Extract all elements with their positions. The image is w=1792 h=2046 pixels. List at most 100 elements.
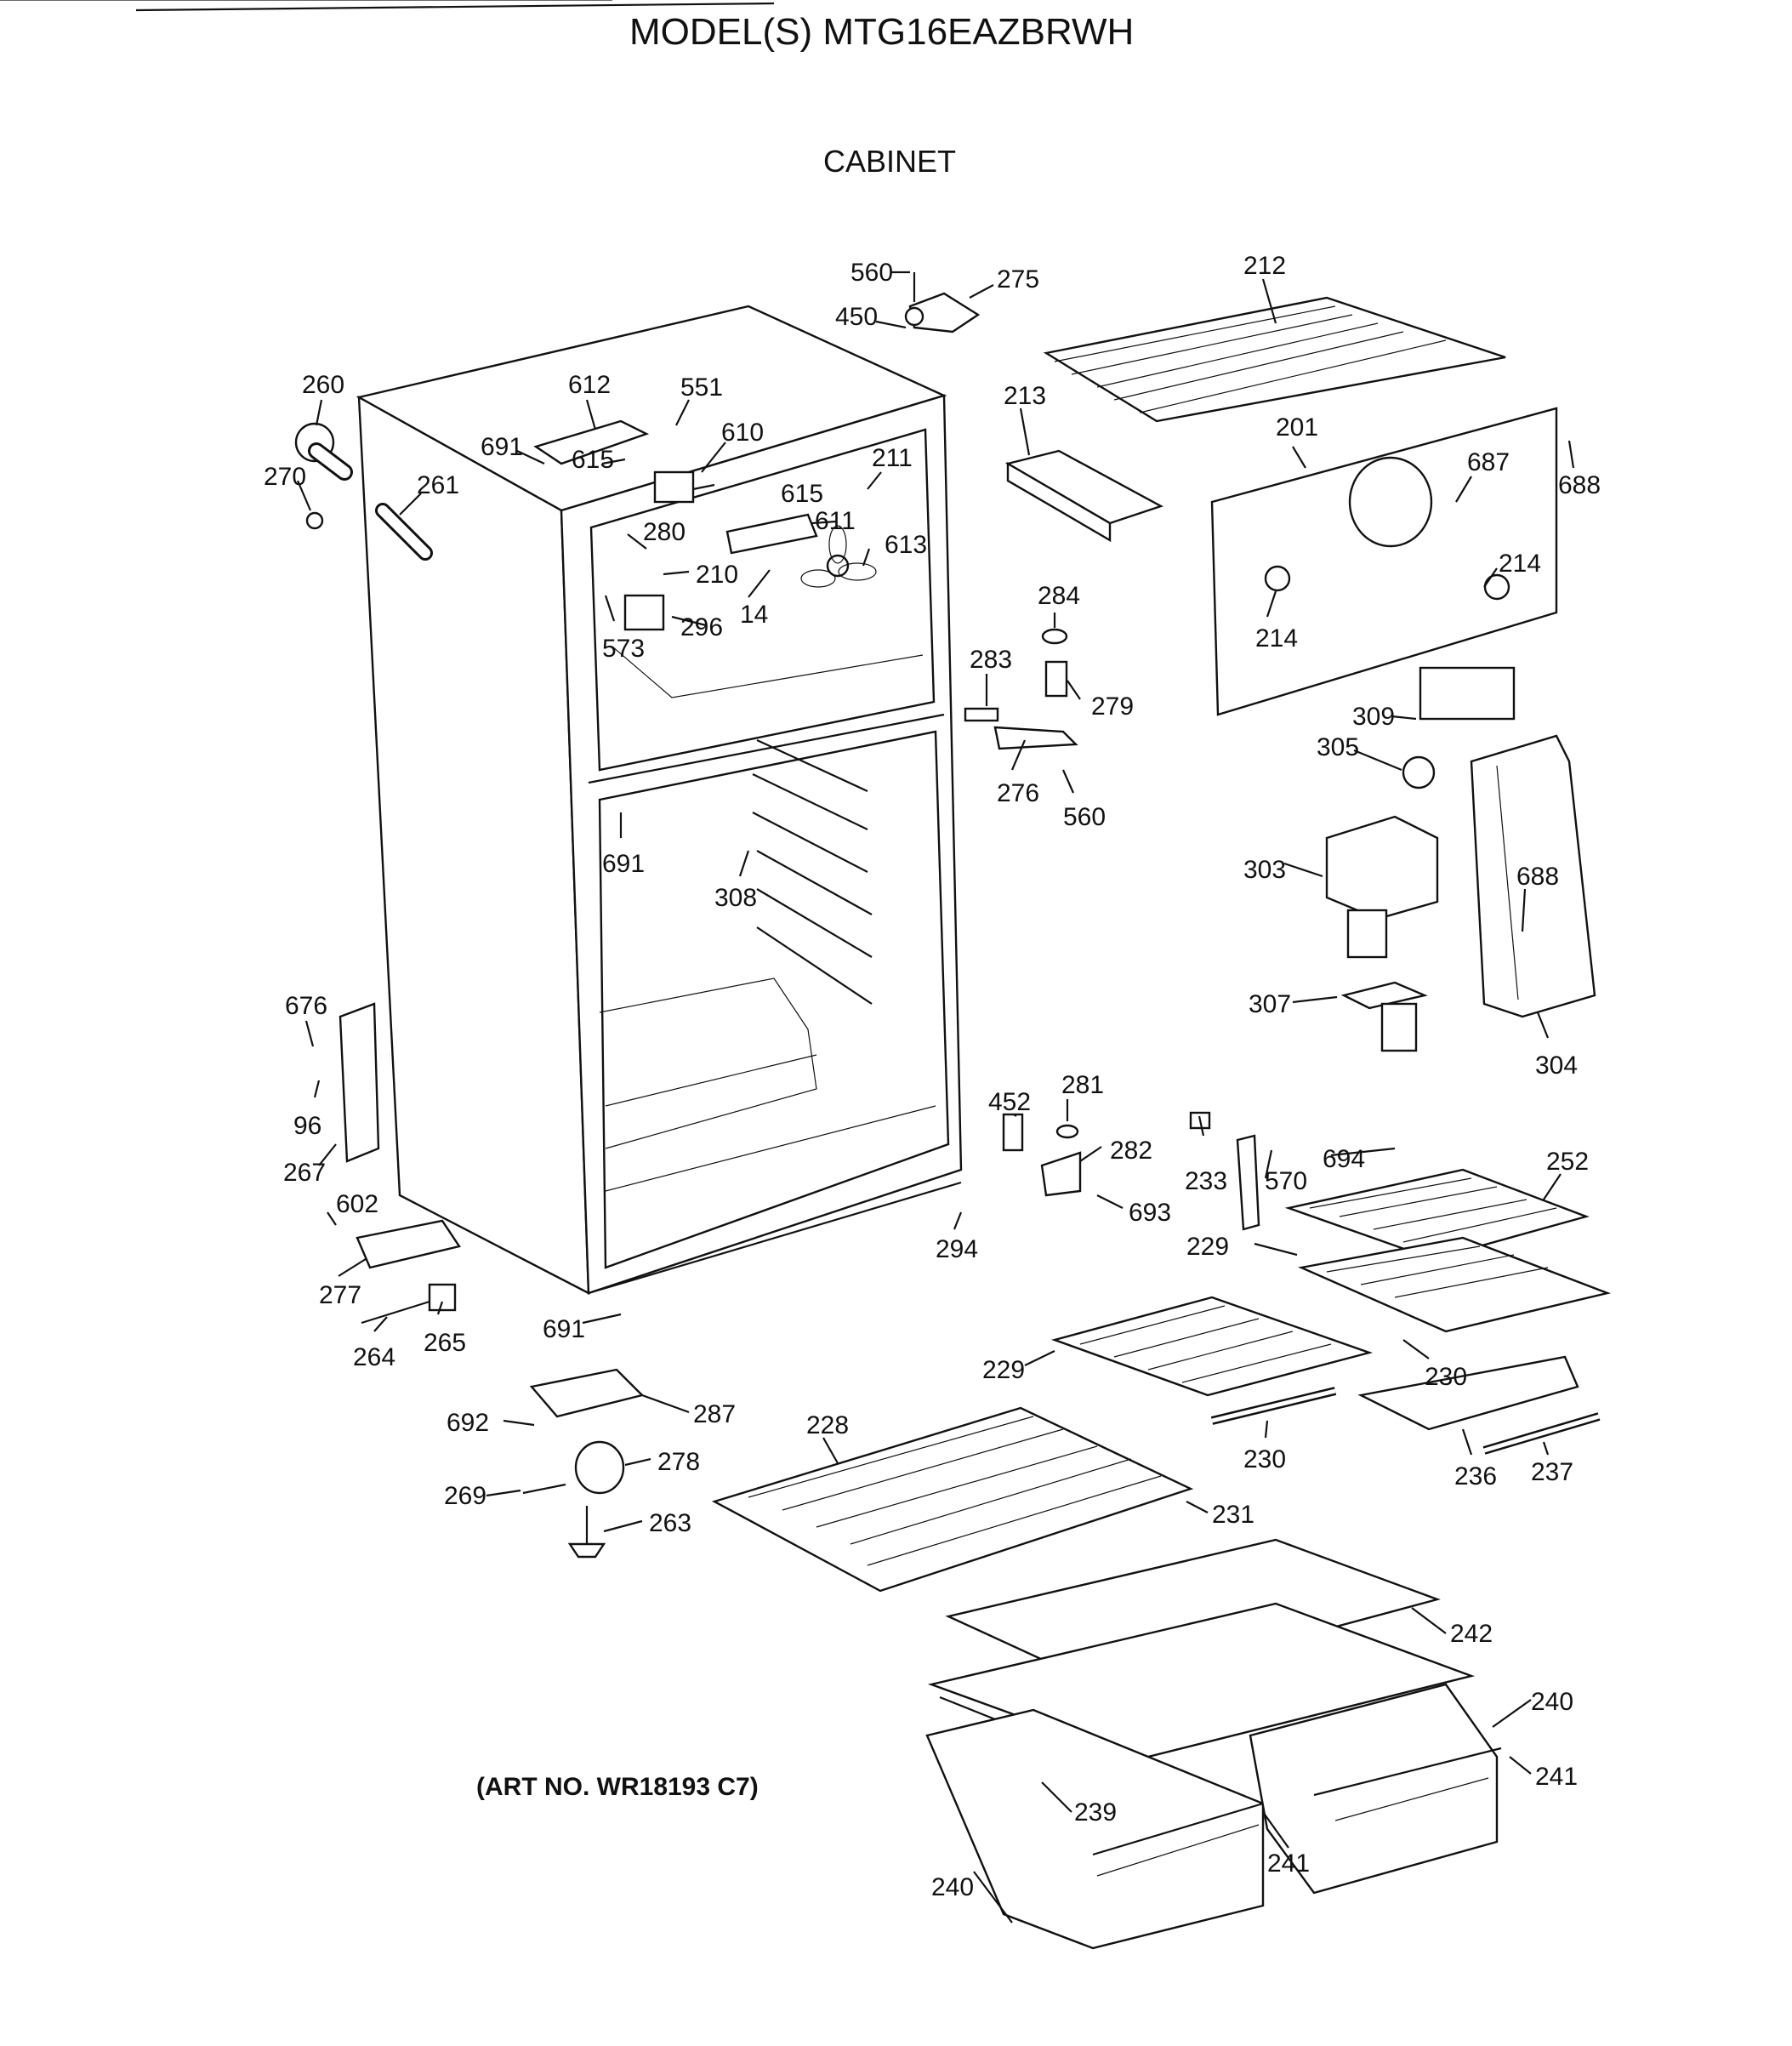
- part-label: 280: [643, 518, 686, 546]
- knob-305: [1402, 755, 1436, 789]
- part-label: 693: [1129, 1199, 1171, 1227]
- screw-270: [305, 511, 324, 530]
- control-610: [653, 470, 715, 504]
- part-label: 240: [1531, 1688, 1573, 1716]
- shelf-228: [711, 1406, 1194, 1593]
- part-label: 96: [293, 1112, 321, 1140]
- part-label: 573: [602, 635, 645, 663]
- part-label: 303: [1243, 856, 1286, 884]
- part-label: 284: [1038, 582, 1080, 610]
- top-hinge: [904, 272, 981, 333]
- part-label: 688: [1558, 471, 1601, 499]
- part-label: 240: [931, 1873, 974, 1901]
- part-label: 267: [283, 1159, 326, 1187]
- leveler-263: [567, 1506, 606, 1559]
- part-label: 308: [714, 884, 757, 912]
- header-rule: [135, 2, 775, 12]
- bracket-612: [533, 419, 650, 465]
- part-label: 263: [649, 1509, 691, 1537]
- plate-283: [964, 707, 999, 722]
- housing-303: [1325, 815, 1439, 959]
- part-label: 450: [835, 303, 878, 331]
- model-title: MODEL(S) MTG16EAZBRWH: [629, 11, 1134, 53]
- bracket-287: [529, 1368, 645, 1418]
- washer-284: [1041, 628, 1068, 645]
- elbow-260: [294, 422, 353, 481]
- part-label: 560: [1063, 803, 1106, 831]
- part-label: 264: [353, 1343, 395, 1371]
- part-label: 14: [740, 601, 768, 629]
- part-label: 230: [1425, 1363, 1467, 1391]
- part-label: 236: [1454, 1462, 1497, 1490]
- part-label: 615: [781, 480, 823, 508]
- washer-281: [1055, 1124, 1079, 1139]
- part-label: 214: [1499, 550, 1541, 578]
- cabinet-body: [0, 0, 963, 1296]
- part-label: 613: [885, 531, 927, 559]
- part-label: 279: [1091, 692, 1134, 721]
- wheel-278: [574, 1440, 625, 1495]
- part-label: 570: [1265, 1167, 1307, 1195]
- part-label: 551: [680, 373, 723, 402]
- part-label: 228: [806, 1411, 849, 1439]
- freezer-shelf-212: [1043, 296, 1506, 423]
- art-number: (ART NO. WR18193 C7): [476, 1773, 759, 1801]
- part-label: 287: [693, 1400, 736, 1428]
- part-label: 275: [997, 265, 1039, 294]
- part-label: 452: [988, 1088, 1031, 1116]
- part-label: 261: [417, 471, 459, 499]
- part-label: 211: [872, 444, 913, 472]
- shelf-229-upper: [1297, 1236, 1612, 1333]
- part-label: 305: [1317, 733, 1359, 761]
- part-label: 201: [1276, 413, 1318, 442]
- bracket-611: [725, 513, 818, 555]
- pin-279: [1044, 660, 1068, 698]
- part-label: 212: [1243, 252, 1286, 280]
- part-label: 265: [424, 1329, 466, 1357]
- duct-304: [1470, 734, 1596, 1018]
- part-label: 687: [1467, 448, 1510, 476]
- pan-236: [1357, 1355, 1579, 1431]
- part-label: 276: [997, 779, 1039, 807]
- part-label: 278: [657, 1448, 700, 1476]
- part-label: 691: [543, 1315, 585, 1343]
- part-label: 241: [1267, 1849, 1310, 1878]
- part-label: 307: [1249, 990, 1291, 1018]
- part-label: 269: [444, 1482, 486, 1510]
- part-label: 610: [721, 419, 764, 447]
- ladder-233: [1236, 1134, 1260, 1231]
- part-label: 260: [302, 371, 344, 399]
- crisper-drawer-left: [925, 1708, 1265, 1950]
- ice-tray-213: [1004, 449, 1164, 543]
- part-label: 270: [264, 463, 306, 491]
- section-title: CABINET: [823, 144, 956, 179]
- bracket-307: [1340, 981, 1428, 1052]
- part-label: 688: [1516, 863, 1559, 891]
- leader-lines: [296, 271, 1575, 1923]
- part-label: 282: [1110, 1137, 1152, 1165]
- shelf-229-lower: [1051, 1296, 1374, 1397]
- part-label: 283: [970, 646, 1012, 674]
- bracket-296: [623, 594, 665, 631]
- evaporator-cover-201: [1210, 407, 1558, 716]
- part-label: 229: [1186, 1233, 1229, 1261]
- part-label: 691: [481, 433, 523, 461]
- label-309: [1419, 666, 1516, 721]
- part-label: 294: [936, 1235, 978, 1263]
- shelf-252: [1284, 1168, 1590, 1261]
- part-label: 229: [982, 1356, 1025, 1384]
- roller-265: [361, 1283, 457, 1325]
- crisper-drawer-right: [1249, 1683, 1502, 1895]
- part-label: 560: [850, 259, 893, 287]
- part-label: 213: [1004, 382, 1046, 410]
- part-label: 602: [336, 1190, 378, 1218]
- part-label: 230: [1243, 1445, 1286, 1473]
- part-label: 691: [602, 850, 645, 878]
- part-label: 309: [1352, 703, 1395, 731]
- part-label: 214: [1255, 624, 1298, 653]
- hinge-282: [1040, 1151, 1082, 1197]
- part-label: 296: [680, 613, 723, 641]
- part-label: 676: [285, 992, 327, 1020]
